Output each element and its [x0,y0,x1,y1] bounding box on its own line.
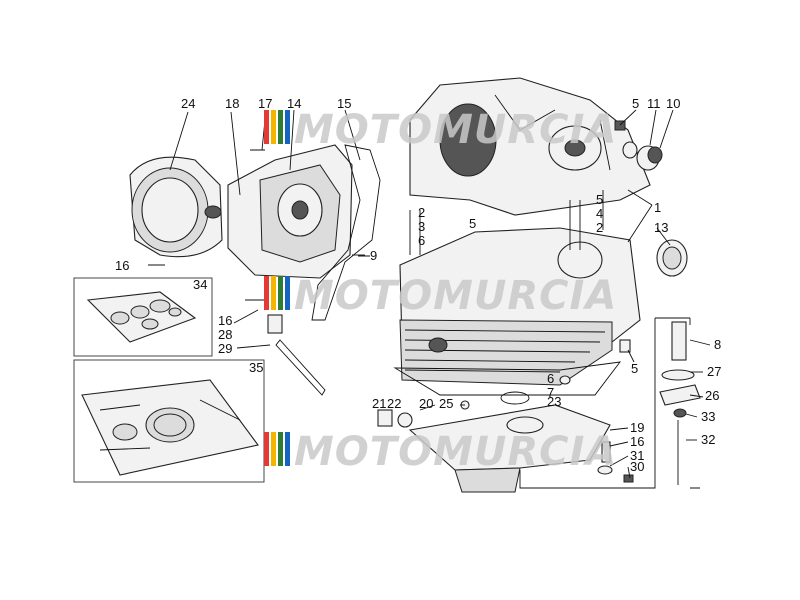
callout-8: 8 [714,337,721,352]
callout-11: 11 [647,96,661,111]
callout-3: 3 [418,219,425,234]
callout-15: 15 [337,96,351,111]
clutch-housing-part [129,156,223,258]
gasket-kit-box-34 [73,277,213,357]
gasket-15-part [311,144,381,321]
watermark-middle: MOTOMURCIA [264,273,617,319]
gearbox-housing-part [227,144,353,279]
callout-5: 5 [632,96,639,111]
callout-22: 22 [387,396,401,411]
callout-1: 1 [654,200,661,215]
callout-2: 2 [418,205,425,220]
callout-27: 27 [707,364,721,379]
callout-29: 29 [218,341,232,356]
leader-lines [148,109,711,479]
callout-4: 4 [596,206,603,221]
callout-25: 25 [439,396,453,411]
callout-6: 6 [547,371,554,386]
callout-9: 9 [370,248,377,263]
callout-16: 16 [218,313,232,328]
callout-labels: 24 18 17 14 15 5 11 10 1 2 3 6 5 5 4 2 1… [115,96,721,474]
oil-pan-part [393,361,622,493]
watermark-text: MOTOMURCIA [294,273,617,319]
callout-24: 24 [181,96,195,111]
callout-7: 7 [547,385,554,400]
callout-33: 33 [701,409,715,424]
callout-19: 19 [630,420,644,435]
watermark-top: MOTOMURCIA [264,107,617,153]
callout-10: 10 [666,96,680,111]
callout-17: 17 [258,96,272,111]
callout-6: 6 [418,233,425,248]
callout-23: 23 [547,394,561,409]
upper-crankcase-part [409,77,651,216]
watermark-text: MOTOMURCIA [294,429,617,475]
watermark-text: MOTOMURCIA [294,107,617,153]
callout-28: 28 [218,327,232,342]
callout-34: 34 [193,277,207,292]
callout-21: 21 [372,396,386,411]
gasket-kit-box-35 [73,359,265,483]
callout-18: 18 [225,96,239,111]
callout-26: 26 [705,388,719,403]
callout-31: 31 [630,448,644,463]
callout-16: 16 [115,258,129,273]
callout-5: 5 [631,361,638,376]
callout-2: 2 [596,220,603,235]
watermark-bottom: MOTOMURCIA [264,429,617,475]
callout-35: 35 [249,360,263,375]
callout-5: 5 [596,192,603,207]
callout-16: 16 [630,434,644,449]
callout-20: 20 [419,396,433,411]
callout-14: 14 [287,96,301,111]
bracket-lines [519,317,700,489]
callout-32: 32 [701,432,715,447]
callout-13: 13 [654,220,668,235]
callout-5: 5 [469,216,476,231]
callout-30: 30 [630,459,644,474]
